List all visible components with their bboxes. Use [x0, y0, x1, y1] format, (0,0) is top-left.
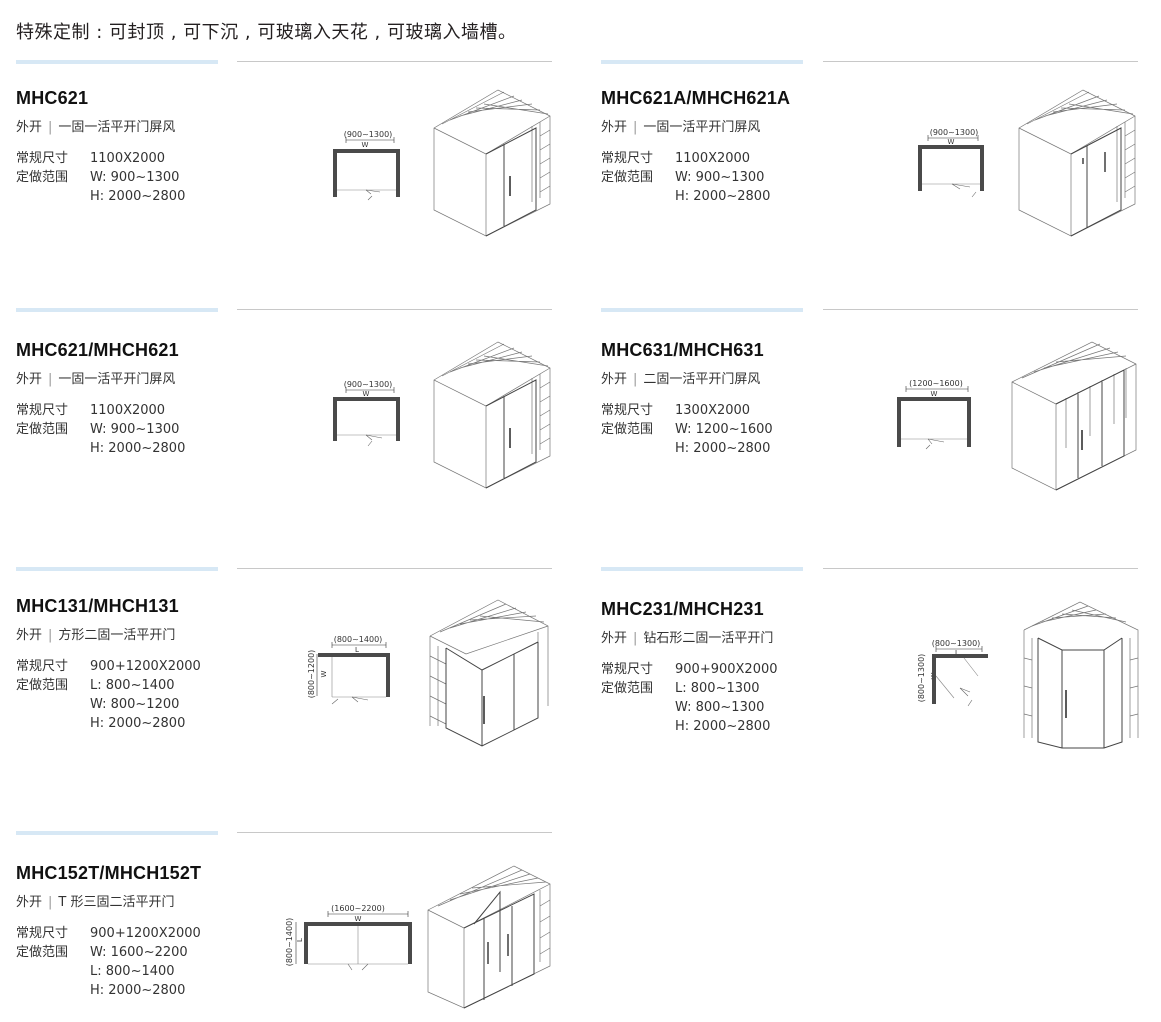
- product-model: MHC152T/MHCH152T: [16, 863, 202, 883]
- product-subtitle: 外开|一固一活平开门屏风: [16, 120, 176, 135]
- floor-plan-diagram: (900~1300) W: [333, 380, 400, 447]
- plan-side-dimension-letter: W: [320, 670, 328, 677]
- section-divider: [823, 61, 1138, 62]
- plan-range-label: (1200~1600): [909, 379, 963, 388]
- product-subtitle: 外开|二固一活平开门屏风: [601, 372, 761, 387]
- plan-dimension-letter: W: [931, 390, 938, 398]
- plan-range-label: (800~1300): [932, 639, 981, 648]
- section-accent-line: [601, 308, 803, 312]
- shower-enclosure-illustration: [429, 599, 549, 747]
- shower-enclosure-illustration: [433, 89, 551, 237]
- section-divider: [237, 832, 552, 833]
- section-divider: [823, 309, 1138, 310]
- floor-plan-diagram: (1600~2200) W (800~1400) L: [285, 904, 412, 971]
- plan-range-label: (900~1300): [930, 128, 979, 137]
- section-accent-line: [16, 308, 218, 312]
- section-divider: [823, 568, 1138, 569]
- product-subtitle: 外开|一固一活平开门屏风: [16, 372, 176, 387]
- plan-dimension-letter: L: [355, 646, 359, 654]
- shower-enclosure-illustration: [1018, 89, 1136, 237]
- product-model: MHC231/MHCH231: [601, 599, 764, 619]
- shower-enclosure-illustration: [1023, 601, 1139, 749]
- product-subtitle: 外开|T 形三固二活平开门: [16, 895, 175, 910]
- plan-dimension-letter: W: [948, 138, 955, 146]
- product-model: MHC621: [16, 88, 89, 108]
- product-subtitle: 外开|方形二固一活平开门: [16, 628, 176, 643]
- section-divider: [237, 309, 552, 310]
- section-accent-line: [16, 831, 218, 835]
- plan-dimension-letter: W: [362, 141, 369, 149]
- floor-plan-diagram: (900~1300) W: [918, 128, 984, 198]
- product-model: MHC621/MHCH621: [16, 340, 179, 360]
- plan-side-range-label: (800~1200): [307, 650, 316, 699]
- floor-plan-diagram: (800~1300) L (800~1300) W: [917, 639, 988, 707]
- product-model: MHC131/MHCH131: [16, 596, 179, 616]
- product-model: MHC621A/MHCH621A: [601, 88, 791, 108]
- plan-dimension-letter: W: [355, 915, 362, 923]
- shower-enclosure-illustration: [433, 341, 551, 489]
- shower-enclosure-illustration: [427, 865, 551, 1009]
- shower-enclosure-illustration: [1011, 341, 1137, 491]
- plan-dimension-letter: L: [955, 649, 959, 657]
- plan-range-label: (900~1300): [344, 380, 393, 389]
- plan-range-label: (900~1300): [344, 130, 393, 139]
- section-divider: [237, 568, 552, 569]
- plan-range-label: (800~1400): [334, 635, 383, 644]
- page-heading: 特殊定制 : 可封顶 , 可下沉 , 可玻璃入天花 , 可玻璃入墙槽。: [16, 22, 517, 43]
- floor-plan-diagram: (1200~1600) W: [897, 379, 971, 450]
- plan-range-label: (1600~2200): [331, 904, 385, 913]
- product-subtitle: 外开|钻石形二固一活平开门: [601, 631, 774, 646]
- product-subtitle: 外开|一固一活平开门屏风: [601, 120, 761, 135]
- section-accent-line: [601, 60, 803, 64]
- product-model: MHC631/MHCH631: [601, 340, 764, 360]
- section-accent-line: [16, 60, 218, 64]
- section-accent-line: [601, 567, 803, 571]
- floor-plan-diagram: (900~1300) W: [333, 130, 400, 201]
- floor-plan-diagram: (800~1400) L (800~1200) W: [307, 635, 390, 705]
- plan-side-range-label: (800~1400): [285, 918, 294, 967]
- section-accent-line: [16, 567, 218, 571]
- section-divider: [237, 61, 552, 62]
- plan-side-dimension-letter: L: [296, 938, 304, 942]
- plan-side-range-label: (800~1300): [917, 654, 926, 703]
- plan-dimension-letter: W: [363, 390, 370, 398]
